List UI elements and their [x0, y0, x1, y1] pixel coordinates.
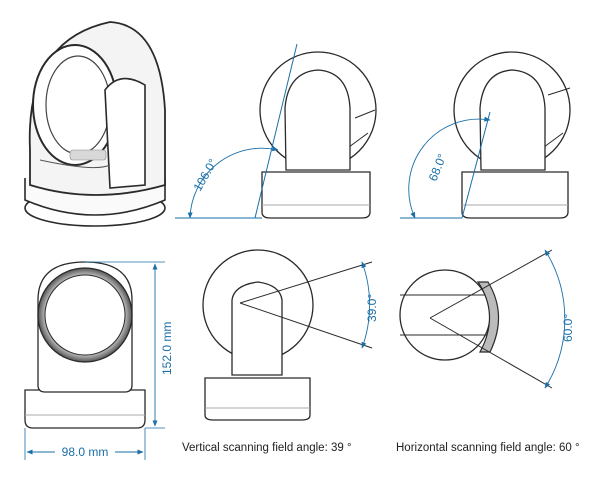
scanner-perspective-view — [24, 21, 166, 227]
horizontal-field-view: 60.0° — [399, 249, 575, 389]
horizontal-angle-label: 60.0° — [561, 314, 575, 342]
side-view-tilt-back: 106.0° — [175, 43, 377, 219]
vertical-field-view: 39.0° — [202, 249, 379, 421]
vertical-angle-label: 39.0° — [365, 294, 379, 322]
speaker-grille — [69, 149, 107, 161]
front-view: 152.0 mm 98.0 mm — [24, 261, 174, 460]
height-dimension-label: 152.0 mm — [160, 322, 174, 375]
tilt-front-angle-label: 68.0° — [426, 152, 450, 184]
vertical-angle-caption: Vertical scanning field angle: 39 ° — [182, 442, 352, 454]
tilt-back-angle-label: 106.0° — [190, 156, 220, 193]
horizontal-angle-caption: Horizontal scanning field angle: 60 ° — [396, 442, 580, 454]
width-dimension-label: 98.0 mm — [62, 445, 109, 459]
side-view-tilt-front: 68.0° — [400, 51, 571, 219]
